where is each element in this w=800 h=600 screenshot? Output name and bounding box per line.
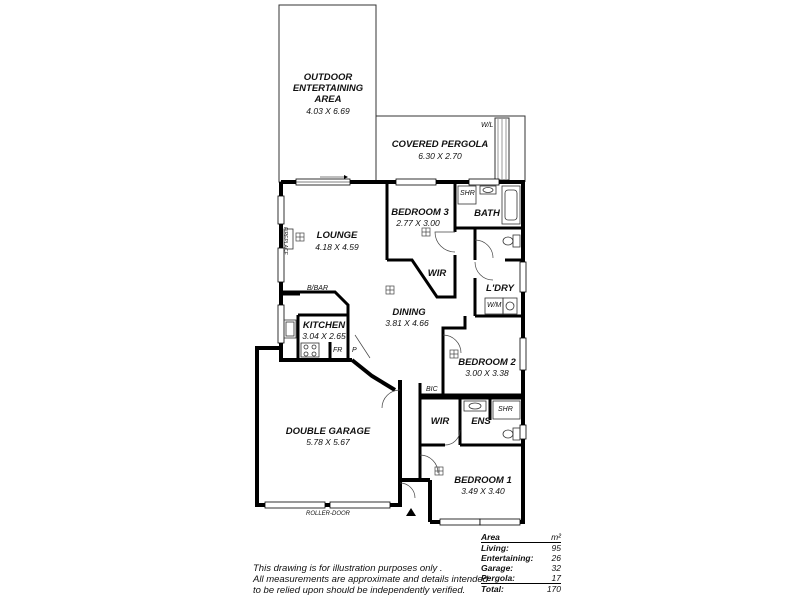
bedroom3-label: BEDROOM 3 (391, 207, 449, 218)
bedroom1-label: BEDROOM 1 (454, 475, 512, 486)
bedroom2-label: BEDROOM 2 (458, 357, 516, 368)
bath-label: BATH (474, 208, 500, 219)
laundry-fixtures (484, 297, 518, 315)
outdoor-area-dims: 4.03 X 6.69 (306, 106, 350, 116)
shr-top-label: SHR (460, 190, 475, 197)
bic-label: BIC (426, 386, 438, 393)
bath-fixtures (457, 185, 521, 248)
area-total-row: Total:170 (481, 583, 561, 594)
pergola-dims: 6.30 X 2.70 (418, 151, 462, 161)
lounge-label: LOUNGE (316, 230, 358, 241)
bedroom2-dims: 3.00 X 3.38 (465, 368, 509, 378)
fr-label: FR (333, 347, 343, 354)
fireplace-label: FIREPLACE (282, 227, 288, 255)
area-row: Pergola:17 (481, 573, 561, 583)
garage-label: DOUBLE GARAGE (285, 426, 371, 437)
interior-walls (282, 182, 525, 480)
ensuite-fixtures (463, 400, 521, 441)
pergola-label: COVERED PERGOLA (391, 139, 489, 150)
fireplace (283, 228, 294, 250)
ensuite-label: ENS (471, 416, 491, 427)
door-swings (354, 231, 494, 499)
roller-door-label: ROLLER-DOOR (306, 511, 351, 517)
bbar-label: B/BAR (307, 285, 329, 292)
windows (264, 178, 527, 526)
disclaimer: This drawing is for illustration purpose… (253, 563, 488, 596)
area-row: Living:95 (481, 543, 561, 553)
pantry-label: P (352, 347, 357, 354)
outdoor-area-label: OUTDOOR ENTERTAINING AREA (292, 72, 364, 105)
bedroom1-dims: 3.49 X 3.40 (461, 486, 505, 496)
pergola-outline (376, 115, 526, 182)
kitchen-dims: 3.04 X 2.65 (302, 331, 346, 341)
area-row: Garage:32 (481, 563, 561, 573)
shr-bottom-label: SHR (498, 406, 513, 413)
dining-dims: 3.81 X 4.66 (385, 318, 429, 328)
ceiling-vents (295, 227, 459, 476)
wir-bottom-label: WIR (430, 416, 450, 427)
garage-dims: 5.78 X 5.67 (306, 437, 350, 447)
kitchen-label: KITCHEN (302, 320, 346, 331)
bedroom3-dims: 2.77 X 3.00 (396, 218, 440, 228)
lounge-dims: 4.18 X 4.59 (315, 242, 359, 252)
area-row: Entertaining:26 (481, 553, 561, 563)
dining-label: DINING (392, 307, 426, 318)
wir-top-label: WIR (427, 268, 447, 279)
kitchen-fixtures (283, 319, 320, 358)
entry-arrow (406, 508, 416, 516)
wm-label: W/M (487, 302, 502, 309)
laundry-label: L'DRY (486, 283, 514, 294)
wl-label: W/L (481, 122, 494, 129)
exterior-walls (255, 180, 525, 524)
